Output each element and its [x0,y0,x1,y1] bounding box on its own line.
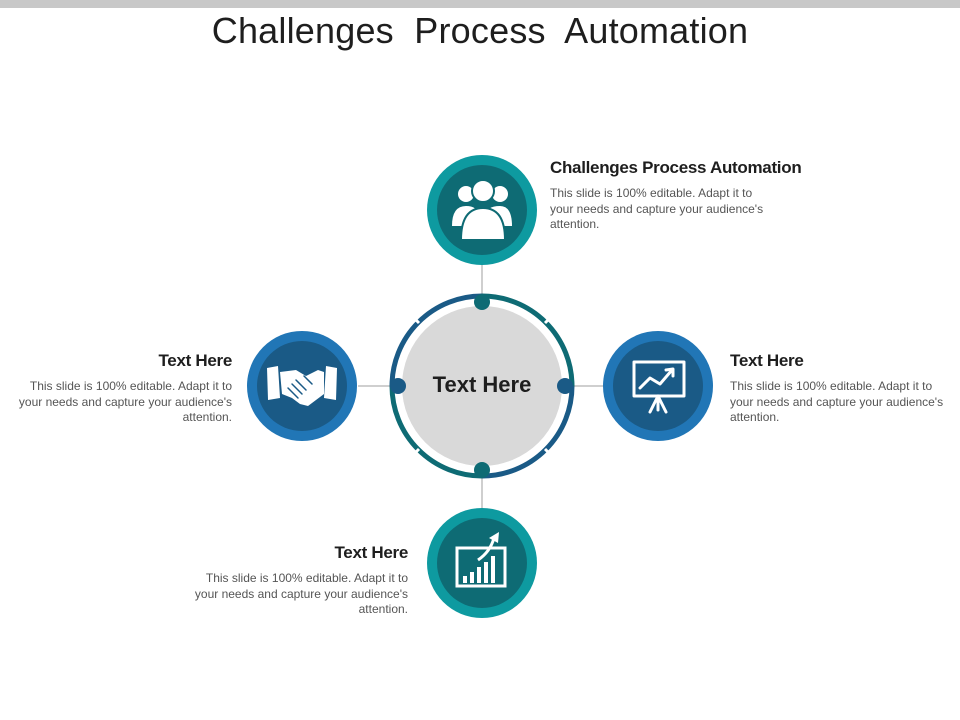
center-ring [389,293,575,479]
ring-dot-left [390,378,406,394]
top-bar [0,0,960,8]
text-block-left: Text Here This slide is 100% editable. A… [10,351,232,426]
handshake-icon [267,366,337,406]
people-group-icon [452,179,512,241]
text-block-right: Text Here This slide is 100% editable. A… [730,351,952,426]
block-heading: Challenges Process Automation [550,158,802,177]
ring-dot-bottom [474,462,490,478]
node-bottom [427,508,537,618]
growth-chart-icon [455,532,507,588]
block-body: This slide is 100% editable. Adapt it to… [550,186,764,231]
block-heading: Text Here [334,543,408,562]
center-circle [402,306,562,466]
node-top [427,155,537,265]
ring-dot-top [474,294,490,310]
slide-title: Challenges Process Automation [211,10,749,51]
block-body: This slide is 100% editable. Adapt it to… [18,379,232,424]
block-body: This slide is 100% editable. Adapt it to… [194,571,408,616]
node-left [247,331,357,441]
text-block-bottom: Text Here This slide is 100% editable. A… [186,543,408,618]
block-body: This slide is 100% editable. Adapt it to… [730,379,944,424]
ring-dot-right [557,378,573,394]
text-block-top: Challenges Process Automation This slide… [550,158,850,233]
node-right [603,331,713,441]
block-heading: Text Here [158,351,232,370]
center-label: Text Here [432,372,532,397]
ring-dots [390,294,573,478]
presentation-board-icon [632,360,686,414]
block-heading: Text Here [730,351,804,370]
